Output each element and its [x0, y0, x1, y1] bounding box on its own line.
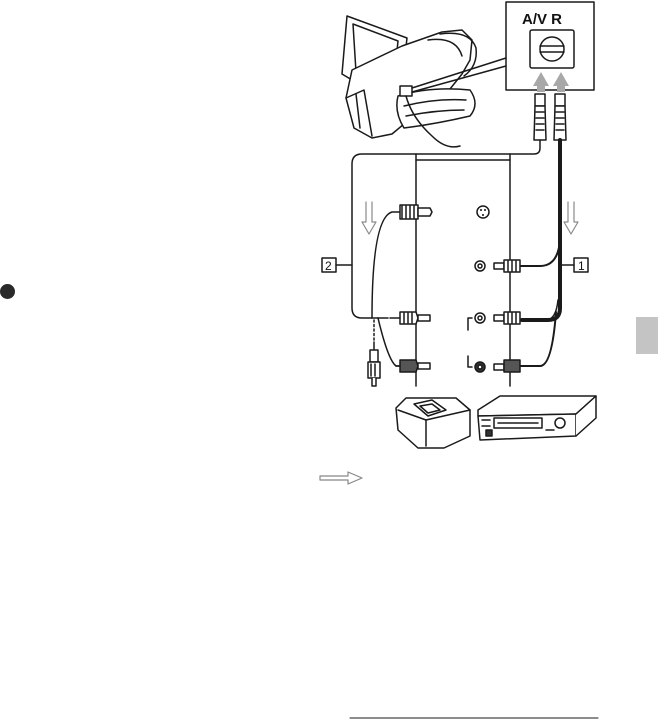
- input-panel: [416, 154, 510, 386]
- legend-arrow-icon: [320, 472, 362, 484]
- cable-1: [522, 140, 560, 320]
- jack-label: A/V R: [522, 11, 562, 28]
- callout-1: 1: [560, 258, 588, 273]
- rca-plug-left: [390, 312, 430, 372]
- camcorder-icon: [342, 16, 476, 147]
- s-video-plug: [400, 205, 432, 219]
- vcr-icon: [478, 396, 596, 440]
- signal-flow-arrow-icon: [362, 202, 578, 234]
- dvd-writer-icon: [396, 398, 470, 448]
- svg-text:2: 2: [325, 259, 332, 273]
- hanging-plug: [368, 342, 380, 386]
- av-plug: [534, 94, 566, 140]
- rca-plug-right: [494, 260, 520, 372]
- svg-text:1: 1: [578, 259, 585, 273]
- callout-2: 2: [322, 258, 352, 273]
